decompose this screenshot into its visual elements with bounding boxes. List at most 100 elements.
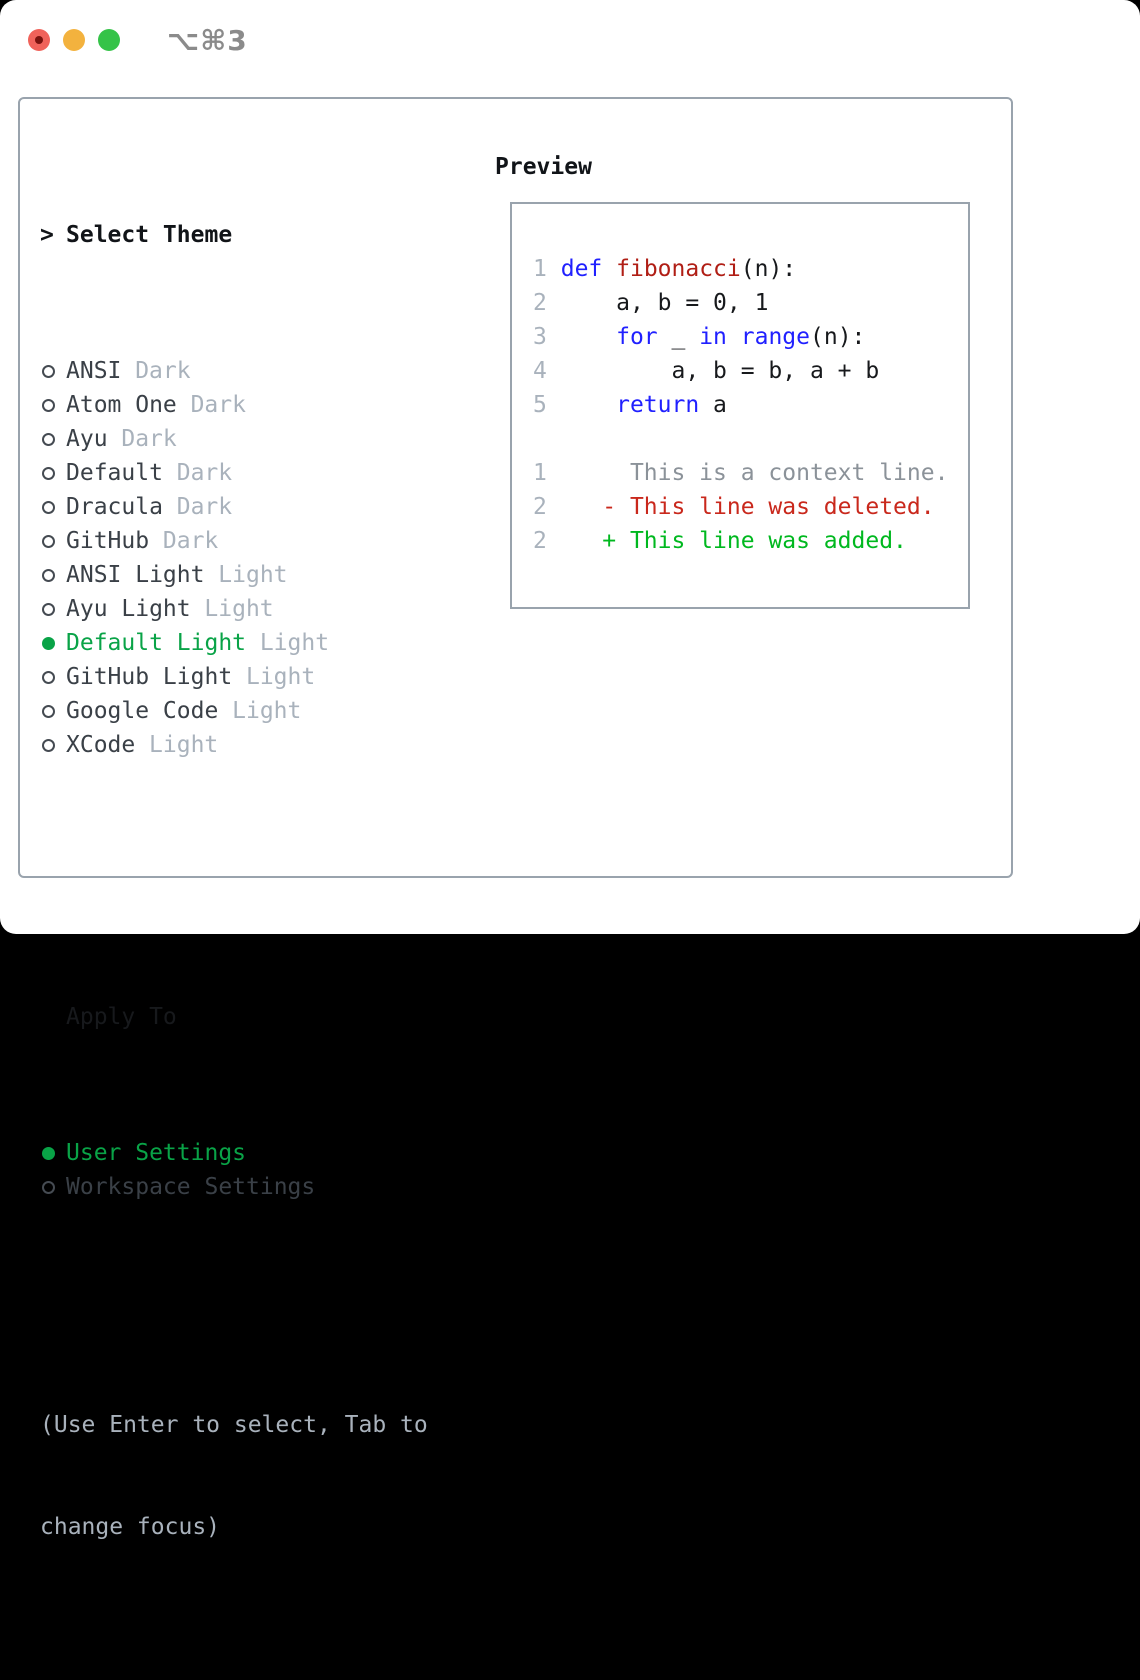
- theme-option-github-light[interactable]: GitHub Light Light: [40, 660, 428, 694]
- theme-option-xcode[interactable]: XCode Light: [40, 728, 428, 762]
- theme-option-ayu-light[interactable]: Ayu Light Light: [40, 592, 428, 626]
- apply-option-user-settings[interactable]: User Settings: [40, 1136, 428, 1170]
- help-text: (Use Enter to select, Tab to change focu…: [40, 1340, 428, 1612]
- minimize-button[interactable]: [63, 29, 85, 51]
- code-token: (n):: [810, 324, 866, 350]
- radio-icon: [42, 534, 55, 548]
- line-number: 1: [533, 256, 547, 282]
- theme-name: GitHub Light: [66, 664, 233, 690]
- theme-variant-tag: Dark: [121, 426, 177, 452]
- theme-option-ansi[interactable]: ANSI Dark: [40, 354, 428, 388]
- theme-variant-tag: Dark: [176, 460, 233, 486]
- code-token: for: [616, 324, 658, 350]
- traffic-lights: [28, 29, 120, 51]
- theme-name: XCode: [66, 732, 136, 758]
- radio-icon: [42, 364, 55, 378]
- line-number: 2: [533, 494, 547, 520]
- radio-icon: [42, 568, 55, 582]
- diff-line-added: 2 + This line was added.: [533, 524, 968, 558]
- radio-selected-icon: [42, 1146, 55, 1160]
- radio-icon: [42, 466, 55, 480]
- theme-name: Ayu Light: [66, 596, 191, 622]
- line-number: 1: [533, 460, 547, 486]
- theme-name: Atom One: [66, 392, 177, 418]
- theme-variant-tag: Light: [204, 596, 274, 622]
- spacer: [40, 864, 428, 898]
- spacer: [533, 422, 968, 456]
- code-token: a: [699, 392, 727, 418]
- line-number: 5: [533, 392, 547, 418]
- theme-name: ANSI: [66, 358, 122, 384]
- code-token: in: [699, 324, 727, 350]
- theme-name: GitHub: [66, 528, 150, 554]
- theme-variant-tag: Dark: [135, 358, 191, 384]
- theme-option-default-light[interactable]: Default Light Light: [40, 626, 428, 660]
- line-number: 2: [533, 528, 547, 554]
- line-number: 3: [533, 324, 547, 350]
- code-line: 2 a, b = 0, 1: [533, 286, 968, 320]
- radio-icon: [42, 738, 55, 752]
- code-line: 4 a, b = b, a + b: [533, 354, 968, 388]
- diff-text: + This line was added.: [546, 528, 907, 554]
- help-line-1: (Use Enter to select, Tab to: [40, 1412, 428, 1438]
- titlebar: ⌥⌘3: [0, 0, 1140, 80]
- line-number: 2: [533, 290, 547, 316]
- zoom-button[interactable]: [98, 29, 120, 51]
- theme-variant-tag: Light: [149, 732, 219, 758]
- help-line-2: change focus): [40, 1514, 221, 1540]
- apply-option-label: Workspace Settings: [66, 1174, 316, 1200]
- close-button[interactable]: [28, 29, 50, 51]
- theme-option-github[interactable]: GitHub Dark: [40, 524, 428, 558]
- apply-option-workspace-settings[interactable]: Workspace Settings: [40, 1170, 428, 1204]
- theme-variant-tag: Light: [245, 664, 316, 690]
- radio-icon: [42, 704, 55, 718]
- theme-name: Default: [66, 460, 163, 486]
- code-token: return: [616, 392, 700, 418]
- code-token: _: [657, 324, 700, 350]
- theme-variant-tag: Dark: [176, 494, 233, 520]
- radio-icon: [42, 500, 55, 514]
- theme-name: ANSI Light: [66, 562, 205, 588]
- code-token: a, b = b, a + b: [546, 358, 880, 384]
- radio-icon: [42, 398, 55, 412]
- theme-variant-tag: Light: [259, 630, 330, 656]
- apply-to-title: Apply To: [66, 1004, 177, 1030]
- theme-option-google-code[interactable]: Google Code Light: [40, 694, 428, 728]
- theme-option-dracula[interactable]: Dracula Dark: [40, 490, 428, 524]
- theme-variant-tag: Dark: [162, 528, 219, 554]
- theme-variant-tag: Dark: [190, 392, 246, 418]
- preview-title: Preview: [495, 154, 592, 180]
- code-token: [547, 324, 616, 350]
- theme-name: Default Light: [66, 630, 247, 656]
- close-dot-icon: [35, 36, 43, 44]
- theme-variant-tag: Light: [232, 698, 302, 724]
- diff-line-context: 1 This is a context line.: [533, 456, 968, 490]
- diff-text: This is a context line.: [546, 460, 949, 486]
- radio-icon: [42, 602, 55, 616]
- code-token: [547, 392, 616, 418]
- theme-option-ansi-light[interactable]: ANSI Light Light: [40, 558, 428, 592]
- theme-variant-tag: Light: [218, 562, 288, 588]
- code-line: 1 def fibonacci(n):: [533, 252, 968, 286]
- code-token: [602, 256, 616, 282]
- theme-name: Google Code: [66, 698, 219, 724]
- diff-text: - This line was deleted.: [546, 494, 935, 520]
- radio-selected-icon: [42, 636, 55, 650]
- window-title: ⌥⌘3: [167, 24, 248, 57]
- theme-option-atom-one[interactable]: Atom One Dark: [40, 388, 428, 422]
- prompt-caret-icon: >: [40, 222, 54, 248]
- theme-name: Dracula: [66, 494, 163, 520]
- diff-line-deleted: 2 - This line was deleted.: [533, 490, 968, 524]
- code-token: def: [560, 256, 603, 282]
- apply-option-label: User Settings: [66, 1140, 247, 1166]
- theme-option-default[interactable]: Default Dark: [40, 456, 428, 490]
- code-token: range: [740, 324, 811, 350]
- code-token: fibonacci: [616, 256, 741, 282]
- radio-icon: [42, 432, 55, 446]
